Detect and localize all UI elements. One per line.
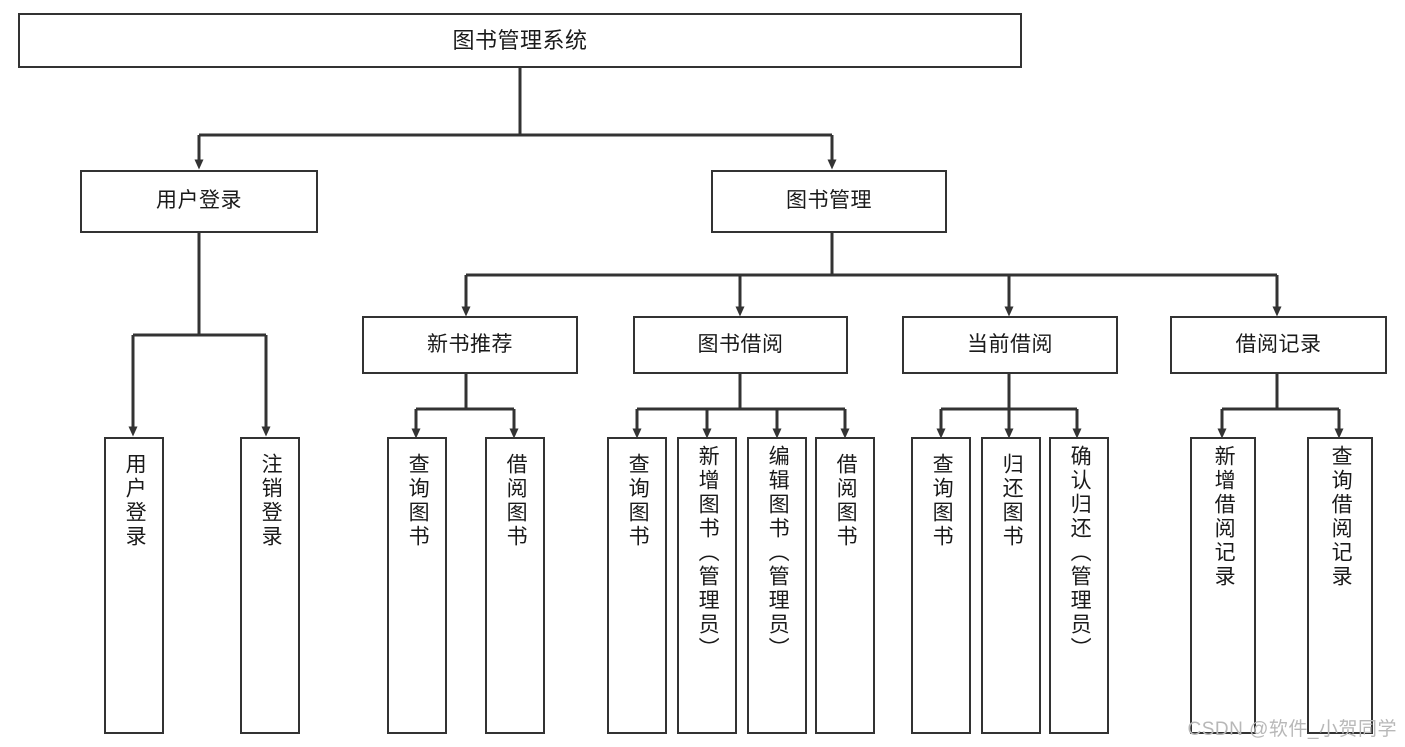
node-label: 图书借阅 xyxy=(697,332,784,356)
node-label: 当前借阅 xyxy=(967,332,1053,356)
node-leaf-add-record[interactable]: 新增借阅记录 xyxy=(1190,437,1256,734)
node-new-book-recommend[interactable]: 新书推荐 xyxy=(362,316,578,374)
node-label: 归还图书 xyxy=(1000,453,1024,549)
node-label: 查询图书 xyxy=(930,453,954,549)
node-leaf-query-book-2[interactable]: 查询图书 xyxy=(607,437,667,734)
node-leaf-borrow-book-2[interactable]: 借阅图书 xyxy=(815,437,875,734)
node-current-borrow[interactable]: 当前借阅 xyxy=(902,316,1118,374)
node-label: 新增借阅记录 xyxy=(1212,445,1236,589)
node-label: 编辑图书（管理员） xyxy=(766,445,790,661)
node-label: 用户登录 xyxy=(156,189,242,213)
node-label: 查询图书 xyxy=(406,453,430,549)
node-label: 借阅图书 xyxy=(834,453,858,549)
node-leaf-query-record[interactable]: 查询借阅记录 xyxy=(1307,437,1373,734)
node-leaf-query-book-1[interactable]: 查询图书 xyxy=(387,437,447,734)
csdn-watermark: CSDN @软件_小贺同学 xyxy=(1187,719,1397,740)
node-user-login[interactable]: 用户登录 xyxy=(80,170,318,233)
node-root-book-management-system[interactable]: 图书管理系统 xyxy=(18,13,1022,68)
node-borrow-record[interactable]: 借阅记录 xyxy=(1170,316,1387,374)
node-leaf-edit-book[interactable]: 编辑图书（管理员） xyxy=(747,437,807,734)
node-label: 借阅图书 xyxy=(504,453,528,549)
node-label: 新书推荐 xyxy=(427,332,513,356)
node-label: 图书管理 xyxy=(786,189,872,213)
node-leaf-user-login[interactable]: 用户登录 xyxy=(104,437,164,734)
node-leaf-query-book-3[interactable]: 查询图书 xyxy=(911,437,971,734)
node-label: 用户登录 xyxy=(123,453,147,549)
node-book-management[interactable]: 图书管理 xyxy=(711,170,947,233)
node-book-borrow[interactable]: 图书借阅 xyxy=(633,316,848,374)
node-label: 查询图书 xyxy=(626,453,650,549)
node-label: 查询借阅记录 xyxy=(1329,445,1353,589)
node-leaf-borrow-book-1[interactable]: 借阅图书 xyxy=(485,437,545,734)
node-leaf-confirm-return[interactable]: 确认归还（管理员） xyxy=(1049,437,1109,734)
node-label: 借阅记录 xyxy=(1235,332,1322,356)
node-leaf-add-book[interactable]: 新增图书（管理员） xyxy=(677,437,737,734)
node-leaf-return-book[interactable]: 归还图书 xyxy=(981,437,1041,734)
node-label: 图书管理系统 xyxy=(452,27,588,53)
node-label: 注销登录 xyxy=(259,453,283,549)
node-leaf-logout-login[interactable]: 注销登录 xyxy=(240,437,300,734)
node-label: 确认归还（管理员） xyxy=(1068,445,1092,661)
node-label: 新增图书（管理员） xyxy=(696,445,720,661)
